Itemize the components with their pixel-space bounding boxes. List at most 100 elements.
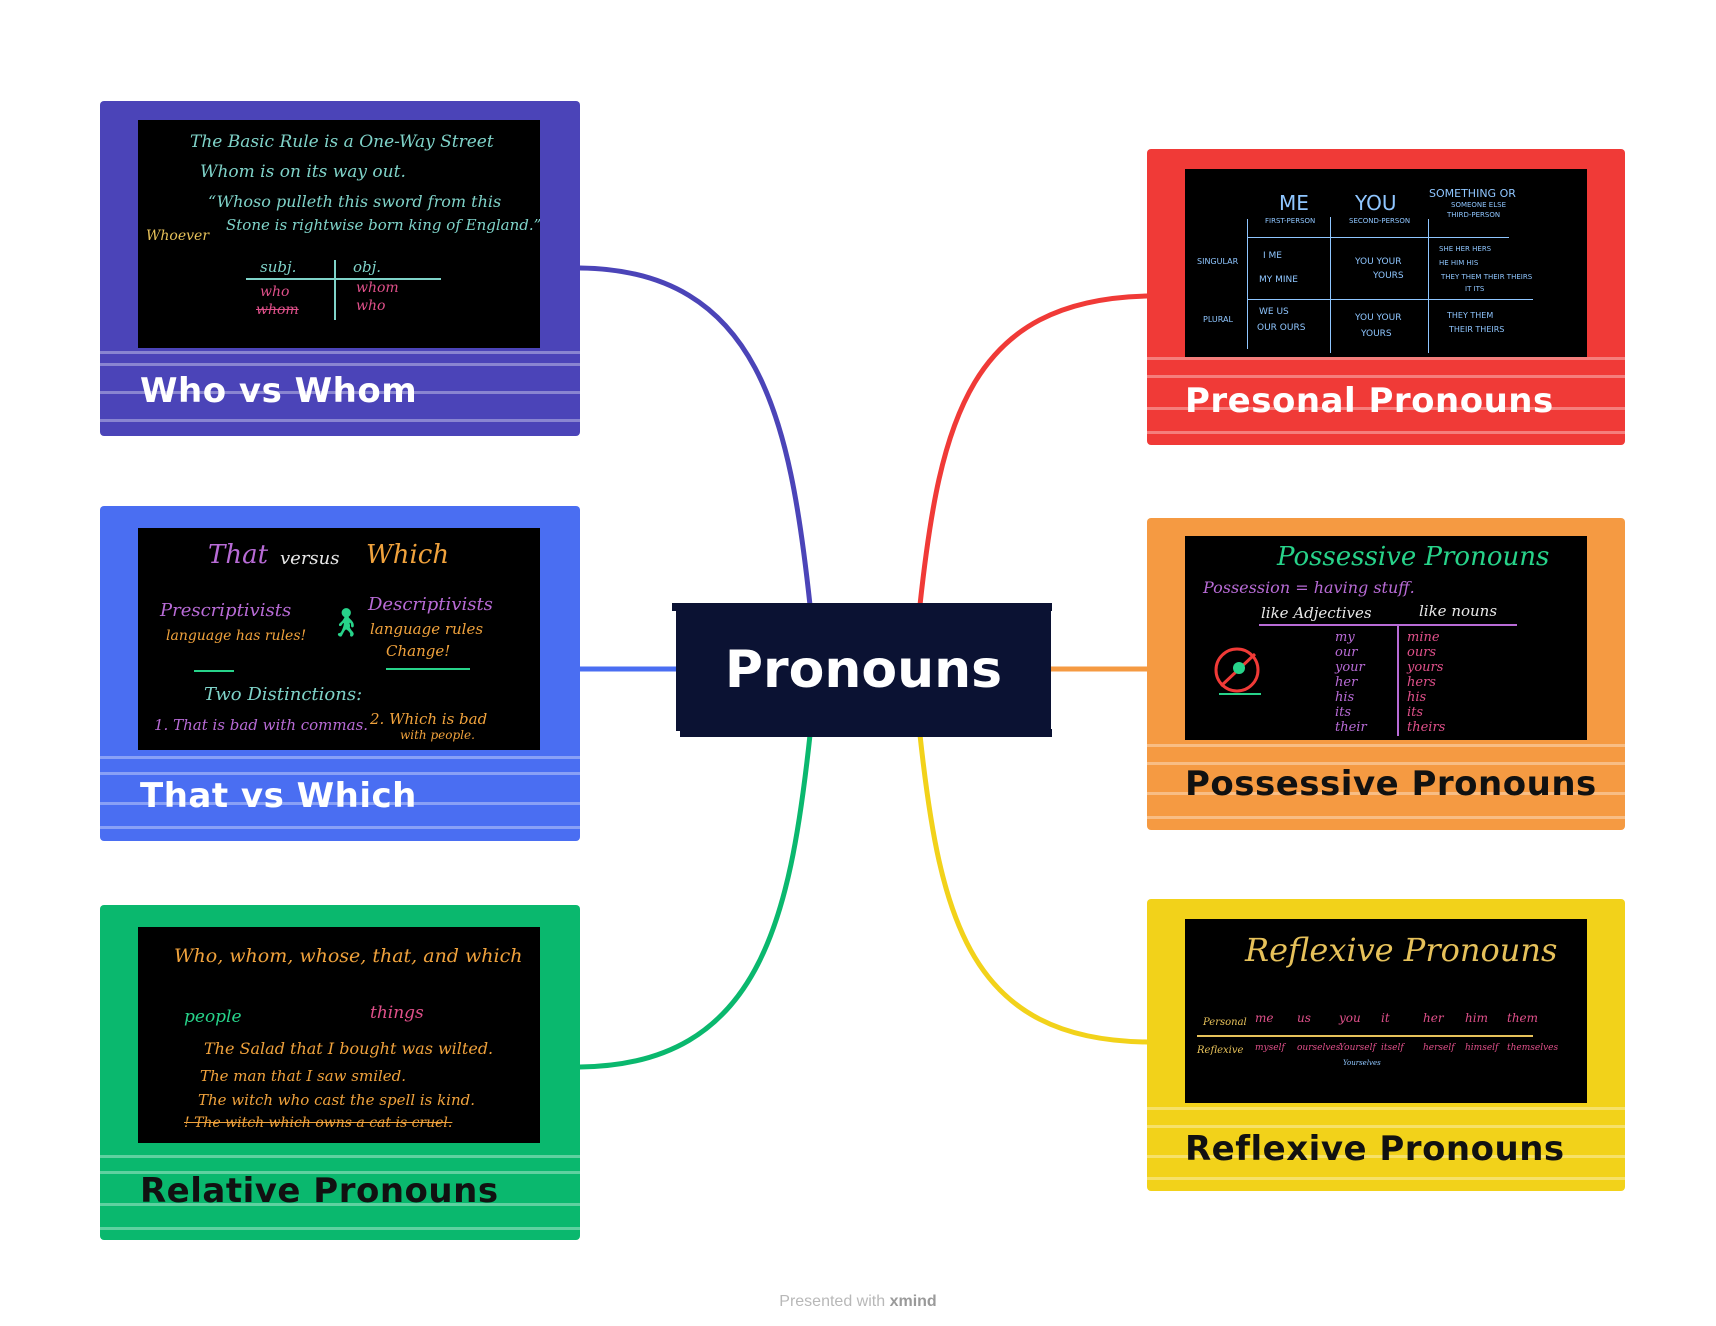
topic-image-board: That versus Which Prescriptivists langua… [138,528,540,750]
board-line: THEY THEM [1447,311,1494,320]
board-line: SOMEONE ELSE [1451,201,1506,209]
board-line: 2. Which is bad [370,710,488,728]
topic-personal-pronouns[interactable]: ME FIRST-PERSON YOU SECOND-PERSON SOMETH… [1141,149,1631,445]
board-word: her [1335,675,1358,690]
board-word: himself [1465,1043,1499,1053]
board-line: The witch who cast the spell is kind. [198,1091,475,1109]
board-line: OUR OURS [1257,323,1306,333]
board-line: Which [366,540,450,570]
board-line: whom [256,302,299,318]
board-line: IT ITS [1465,285,1485,293]
footer-prefix: Presented with [779,1293,886,1310]
board-word: its [1335,705,1352,720]
board-word: me [1255,1011,1274,1025]
board-word: them [1507,1011,1539,1025]
board-line: Change! [386,642,451,660]
board-line: That [208,540,269,570]
board-line: language has rules! [166,628,307,644]
board-line: whom [356,280,399,296]
board-line: Yourselves [1343,1059,1381,1067]
board-word: your [1335,660,1365,675]
board-line: Whoever [146,228,210,244]
board-word: you [1339,1011,1361,1025]
footer-credit: Presented with xmind [0,1293,1716,1311]
board-line: who [356,298,386,314]
topic-possessive-pronouns[interactable]: Possessive Pronouns Possession = having … [1141,518,1631,830]
board-line: Prescriptivists [160,600,292,621]
board-line: The man that I saw smiled. [200,1067,407,1085]
xmind-logo: xmind [889,1293,937,1310]
board-word: ours [1407,645,1437,660]
stick-figure-icon: 🚶︎ [328,606,364,639]
topic-that-vs-which[interactable]: That versus Which Prescriptivists langua… [94,506,586,841]
board-line: things [370,1003,424,1023]
central-topic[interactable]: Pronouns [672,603,1052,737]
board-word: their [1335,720,1367,735]
board-word: her [1423,1011,1444,1025]
board-line: WE US [1259,307,1289,317]
connector-personal [917,293,1150,608]
board-word: yours [1407,660,1444,675]
board-line: PLURAL [1203,315,1233,324]
board-line: THIRD-PERSON [1447,211,1501,219]
board-word: its [1407,705,1424,720]
board-line: SINGULAR [1197,257,1239,266]
board-word: ourselves [1297,1043,1341,1053]
board-line: obj. [353,258,382,276]
board-line: Personal [1203,1017,1247,1028]
board-line: I ME [1263,251,1282,261]
board-word: it [1381,1011,1390,1025]
board-word: our [1335,645,1358,660]
board-line: like nouns [1419,602,1498,620]
topic-title: Possessive Pronouns [1185,764,1597,804]
board-line: language rules [370,620,484,638]
topic-title: Who vs Whom [140,371,418,411]
connector-who-vs-whom [577,265,813,608]
board-word: themselves [1507,1043,1559,1053]
board-line: The Basic Rule is a One-Way Street [190,132,494,152]
board-line: Who, whom, whose, that, and which [174,945,523,967]
board-line: Descriptivists [368,594,493,615]
board-word: his [1335,690,1355,705]
board-line: FIRST-PERSON [1265,217,1316,225]
board-line: with people. [400,728,475,742]
board-word: my [1335,630,1355,645]
connector-relative [577,732,813,1070]
no-possession-icon [1214,647,1261,695]
board-line: YOU YOUR [1355,313,1402,323]
topic-image-board: The Basic Rule is a One-Way Street Whom … [138,120,540,348]
board-line: people [184,1007,242,1027]
board-word: itself [1381,1043,1404,1053]
topic-image-board: Possessive Pronouns Possession = having … [1185,536,1587,740]
board-word: him [1465,1011,1488,1025]
board-word: Yourself [1339,1043,1376,1053]
board-word: herself [1423,1043,1455,1053]
board-line: YOU [1355,191,1397,215]
board-line: who [260,284,290,300]
board-line: SHE HER HERS [1439,245,1492,253]
board-line: Whom is on its way out. [200,162,406,182]
topic-relative-pronouns[interactable]: Who, whom, whose, that, and which people… [94,905,586,1240]
board-line: ! The witch which owns a cat is cruel. [184,1115,453,1131]
board-line: 1. That is bad with commas. [154,716,369,734]
topic-title: Presonal Pronouns [1185,381,1554,421]
board-word: theirs [1407,720,1446,735]
board-line: SOMETHING OR [1429,187,1516,200]
board-line: YOURS [1373,271,1404,281]
board-line: THEIR THEIRS [1449,325,1505,334]
board-line: THEY THEM THEIR THEIRS [1441,273,1533,281]
topic-image-board: Who, whom, whose, that, and which people… [138,927,540,1143]
board-line: “Whoso pulleth this sword from this [208,192,502,211]
board-line: Reflexive Pronouns [1245,931,1558,969]
topic-who-vs-whom[interactable]: The Basic Rule is a One-Way Street Whom … [94,101,586,436]
board-line: YOURS [1361,329,1392,339]
board-line: YOU YOUR [1355,257,1402,267]
topic-title: Reflexive Pronouns [1185,1129,1565,1169]
board-word: mine [1407,630,1440,645]
board-line: SECOND-PERSON [1349,217,1411,225]
board-line: The Salad that I bought was wilted. [204,1039,494,1058]
board-line: HE HIM HIS [1439,259,1479,267]
board-line: versus [280,548,340,569]
topic-reflexive-pronouns[interactable]: Reflexive Pronouns Personal Reflexive me… [1141,899,1631,1191]
